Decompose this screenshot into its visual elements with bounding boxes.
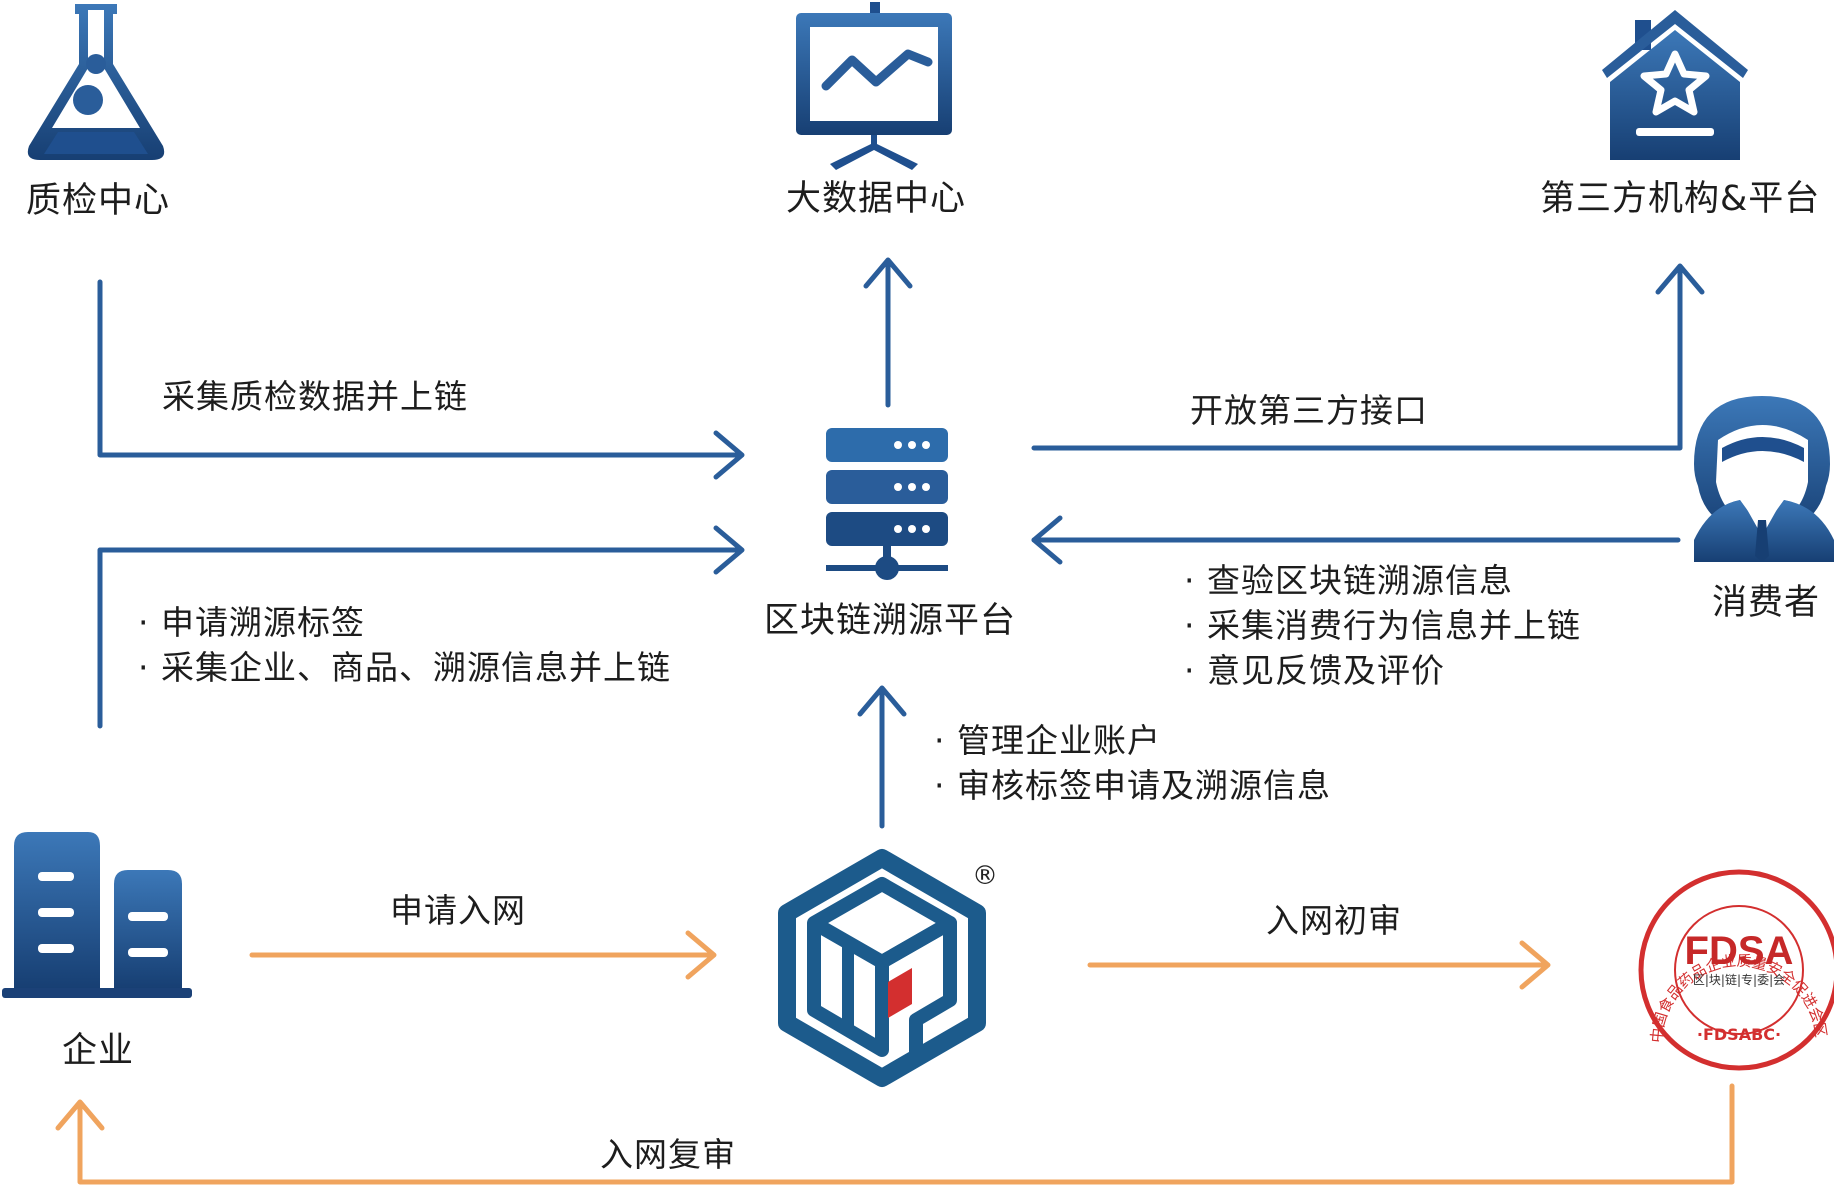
list-item: 查验区块链溯源信息	[1184, 558, 1581, 603]
seal-sub-text: 区|块|链|专|委|会	[1693, 972, 1785, 987]
consumer-person-icon	[1694, 396, 1834, 562]
enterprise-building-icon	[2, 832, 192, 998]
company-cube-logo	[778, 849, 986, 1087]
server-icon	[826, 428, 948, 580]
edge-label-open-interface: 开放第三方接口	[1190, 391, 1428, 430]
arrowhead	[1655, 263, 1705, 295]
edge-label-apply-join: 申请入网	[390, 891, 526, 930]
node-consumer: 消费者	[1712, 583, 1821, 623]
node-blockchain-platform: 区块链溯源平台	[764, 601, 1017, 641]
edge-label-re-review: 入网复审	[600, 1135, 736, 1174]
arrowhead	[857, 685, 907, 717]
list-item: 申请溯源标签	[138, 600, 671, 645]
list-item: 采集消费行为信息并上链	[1184, 603, 1581, 648]
edge-enterprise-to-platform	[97, 547, 743, 729]
list-item: 采集企业、商品、溯源信息并上链	[138, 645, 671, 690]
edge-quality-to-platform	[97, 279, 743, 458]
list-item: 意见反馈及评价	[1184, 648, 1581, 693]
flask-icon	[27, 4, 165, 160]
arrowhead	[685, 930, 717, 980]
arrowhead	[863, 257, 913, 289]
arrowhead	[713, 430, 745, 480]
registered-mark: ®	[972, 861, 998, 891]
arrowhead	[713, 525, 745, 575]
node-quality-center: 质检中心	[26, 181, 171, 221]
edge-platform-to-thirdparty	[1031, 265, 1683, 451]
node-third-party: 第三方机构&平台	[1540, 179, 1821, 219]
admin-actions-list: 管理企业账户 审核标签申请及溯源信息	[934, 718, 1331, 808]
edge-label-collect-quality: 采集质检数据并上链	[162, 377, 468, 416]
node-big-data-center: 大数据中心	[786, 179, 967, 219]
node-enterprise: 企业	[62, 1031, 135, 1071]
arrowhead	[55, 1099, 105, 1131]
seal-logo-text: FDSA	[1685, 929, 1794, 973]
enterprise-actions-list: 申请溯源标签 采集企业、商品、溯源信息并上链	[138, 600, 671, 690]
presentation-chart-icon	[796, 2, 952, 170]
list-item: 管理企业账户	[934, 718, 1331, 763]
seal-bottom-text: ·FDSABC·	[1697, 1025, 1781, 1044]
consumer-actions-list: 查验区块链溯源信息 采集消费行为信息并上链 意见反馈及评价	[1184, 558, 1581, 693]
edge-seal-to-enterprise	[77, 1083, 1735, 1185]
list-item: 审核标签申请及溯源信息	[934, 763, 1331, 808]
arrowhead	[1519, 940, 1551, 990]
edge-label-initial-review: 入网初审	[1266, 901, 1402, 940]
institution-star-icon	[1602, 10, 1748, 160]
arrowhead	[1031, 515, 1063, 565]
